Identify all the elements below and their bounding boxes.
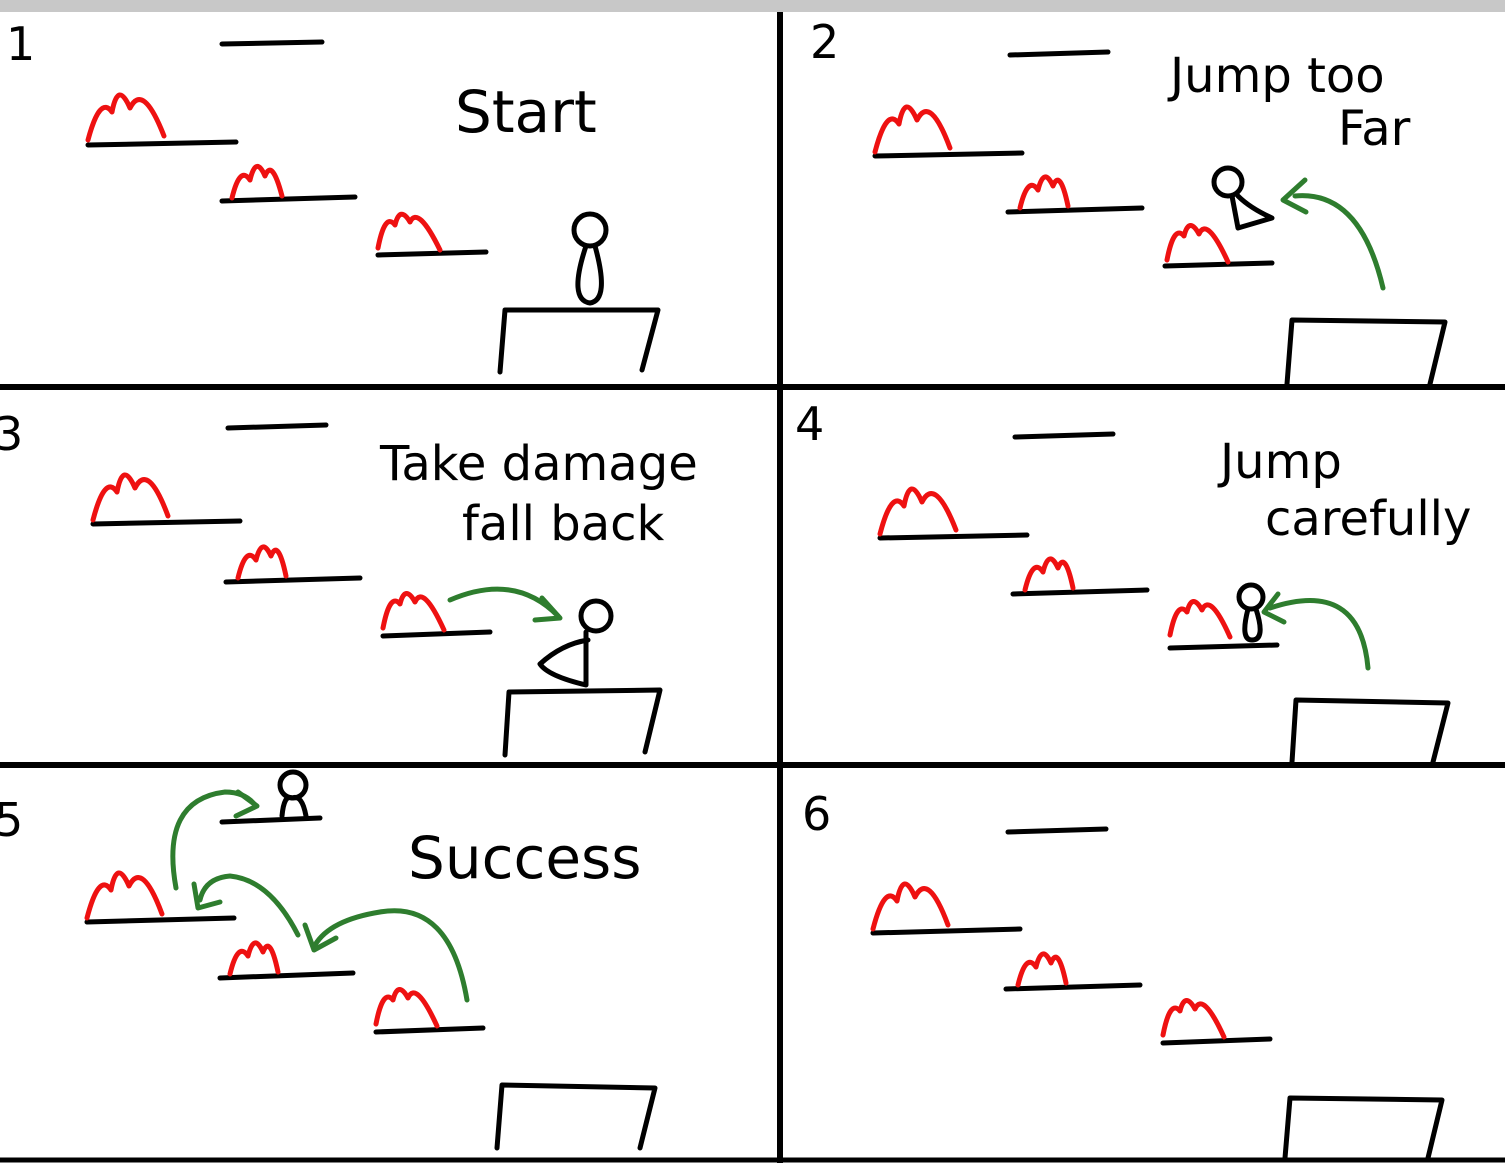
jump-arrow — [197, 873, 301, 938]
player-figure — [1211, 165, 1275, 231]
platform — [877, 532, 1030, 541]
jump-arrow — [1292, 193, 1386, 291]
jump-arrow — [312, 908, 470, 1003]
platform — [223, 575, 363, 585]
panel-caption: Start — [455, 78, 597, 146]
panel-caption: Far — [1338, 101, 1411, 157]
player-figure — [277, 769, 309, 819]
platform — [1003, 982, 1143, 992]
jump-arrow-head — [233, 789, 260, 819]
spike-hazard — [1160, 998, 1227, 1040]
spike-hazard — [1015, 951, 1069, 988]
panel-number: 2 — [810, 15, 839, 69]
spike-hazard — [1017, 174, 1071, 211]
floating-ledge — [219, 39, 325, 47]
panel-caption: Success — [408, 824, 641, 892]
panel-caption: fall back — [462, 496, 665, 552]
spike-hazard — [235, 544, 289, 581]
spike-hazard — [870, 881, 951, 932]
panel-number: 1 — [6, 17, 35, 71]
player-figure — [1236, 582, 1266, 643]
platform — [84, 915, 237, 925]
start-block — [494, 1082, 658, 1151]
spike-hazard — [90, 472, 171, 523]
spike-hazard — [375, 211, 443, 253]
start-block — [1284, 317, 1448, 387]
floating-ledge — [225, 422, 329, 431]
top-bar — [0, 0, 1505, 12]
platform — [1010, 587, 1150, 597]
knockback-arrow-head — [532, 595, 563, 623]
platform — [90, 518, 243, 527]
platform — [1167, 642, 1280, 651]
panel-number: 3 — [0, 407, 23, 461]
platform — [373, 1025, 486, 1035]
player-figure — [537, 598, 614, 688]
spike-hazard — [1022, 556, 1076, 593]
panel-caption: Jump too — [1167, 48, 1385, 104]
platform — [872, 150, 1025, 159]
panel-grid — [0, 12, 1505, 1163]
floating-ledge — [1007, 49, 1111, 58]
panel-number: 6 — [802, 787, 831, 841]
platform — [870, 926, 1023, 936]
platform — [85, 139, 239, 148]
platform — [1160, 1036, 1273, 1046]
panel-6: 6 — [802, 787, 1445, 1161]
spike-hazard — [373, 987, 440, 1029]
spike-hazard — [1164, 223, 1231, 265]
start-block — [1282, 1095, 1445, 1161]
platform — [1162, 260, 1275, 269]
platform — [375, 249, 489, 258]
panel-number: 5 — [0, 793, 23, 847]
platform — [217, 970, 356, 981]
floating-ledge — [219, 815, 323, 825]
spike-hazard — [227, 940, 281, 977]
panel-caption: Jump — [1217, 434, 1342, 490]
panel-caption: carefully — [1265, 491, 1471, 547]
floating-ledge — [1012, 431, 1116, 440]
knockback-arrow — [447, 586, 561, 619]
start-block — [1289, 697, 1451, 765]
panel-2: 2 Jump too Far — [810, 15, 1448, 387]
spike-hazard — [872, 104, 953, 155]
jump-arrow-head — [1261, 591, 1287, 625]
panel-caption: Take damage — [379, 436, 698, 492]
panel-4: 4 Jump carefully — [795, 397, 1471, 765]
panel-5: 5 Success — [0, 769, 658, 1151]
jump-arrow — [170, 789, 258, 891]
jump-arrow-head — [1280, 177, 1309, 215]
spike-hazard — [229, 164, 285, 201]
jump-arrow-head — [191, 881, 223, 911]
panel-3: 3 Take damage fall back — [0, 407, 698, 758]
platform — [1005, 205, 1145, 215]
player-figure — [571, 211, 609, 306]
spike-hazard — [85, 92, 167, 143]
jump-arrow-head — [302, 922, 339, 953]
floating-ledge — [1005, 826, 1109, 835]
platform — [380, 629, 493, 639]
platform — [219, 194, 358, 204]
spike-hazard — [1167, 599, 1233, 640]
panel-1: 1 Start — [6, 17, 661, 375]
start-block — [502, 687, 663, 758]
panel-number: 4 — [795, 397, 824, 451]
start-block — [497, 307, 661, 375]
jump-arrow — [1267, 598, 1371, 671]
spike-hazard — [380, 591, 447, 633]
spike-hazard — [877, 486, 959, 537]
spike-hazard — [84, 870, 165, 921]
